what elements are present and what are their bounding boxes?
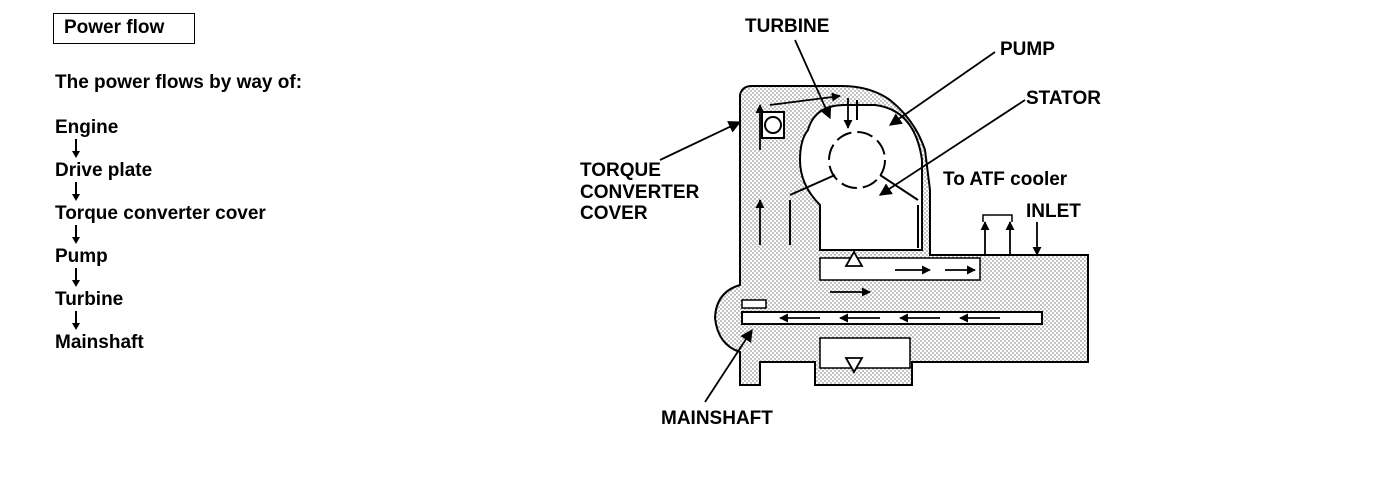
label-turbine: TURBINE — [745, 16, 829, 37]
label-stator: STATOR — [1026, 88, 1101, 109]
flow-step-torque-converter-cover: Torque converter cover — [55, 203, 266, 224]
housing-body — [713, 85, 1089, 386]
down-arrow-icon — [55, 268, 95, 288]
label-to-atf-cooler: To ATF cooler — [943, 169, 1068, 190]
intro-text: The power flows by way of: — [55, 72, 303, 93]
label-torque-converter-cover-line2: CONVERTER — [580, 182, 700, 203]
label-inlet: INLET — [1026, 201, 1081, 222]
label-mainshaft: MAINSHAFT — [661, 408, 773, 429]
down-arrow-icon — [55, 182, 95, 202]
label-torque-converter-cover-line1: TORQUE — [580, 160, 661, 181]
stator-assembly — [789, 100, 919, 248]
drive-bolt-icon — [761, 111, 785, 139]
leader-lines — [659, 39, 1026, 403]
flow-step-mainshaft: Mainshaft — [55, 332, 144, 353]
section-title: Power flow — [53, 13, 195, 44]
torque-converter-diagram: TURBINE PUMP STATOR TORQUE CONVERTER COV… — [580, 16, 1101, 429]
fluid-flow-arrows — [755, 92, 1042, 323]
flow-step-pump: Pump — [55, 246, 108, 267]
pressure-triangle-icons — [844, 250, 864, 374]
down-arrow-icon — [55, 139, 95, 159]
power-flow-list: Engine Drive plate Torque converter cove… — [55, 116, 375, 354]
flow-step-engine: Engine — [55, 117, 119, 138]
down-arrow-icon — [55, 225, 95, 245]
label-torque-converter-cover-line3: COVER — [580, 203, 648, 224]
cooler-bracket — [982, 214, 1013, 222]
down-arrow-icon — [55, 311, 95, 331]
label-pump: PUMP — [1000, 39, 1055, 60]
flow-step-drive-plate: Drive plate — [55, 160, 153, 181]
flow-step-turbine: Turbine — [55, 289, 124, 310]
